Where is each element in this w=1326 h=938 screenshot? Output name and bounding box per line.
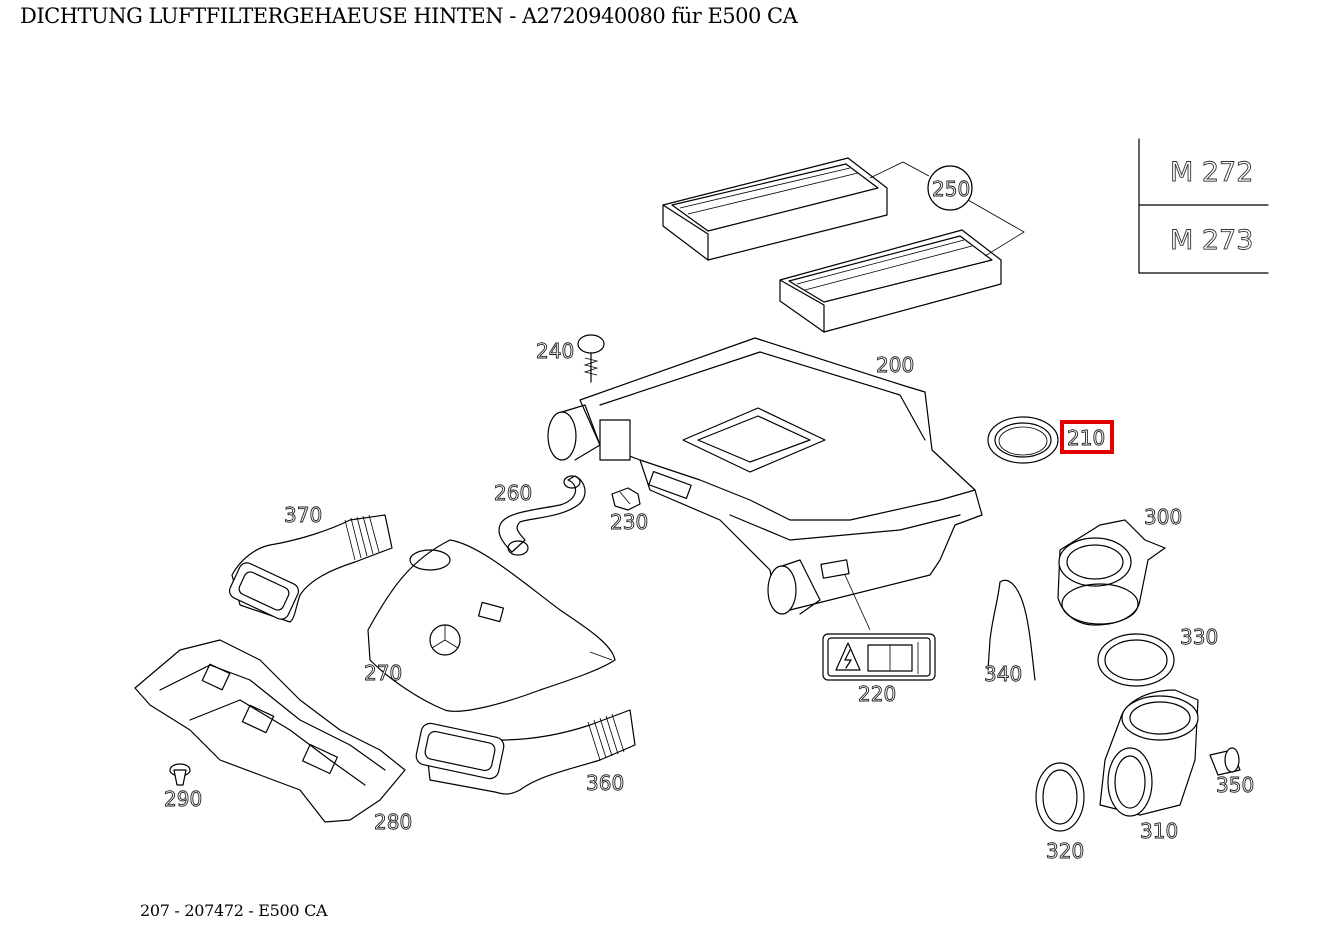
part-260-hose[interactable] — [498, 475, 586, 556]
part-310-duct[interactable] — [1099, 689, 1199, 817]
engine-code-m272[interactable]: M 272 — [1170, 157, 1254, 189]
engine-code-m273[interactable]: M 273 — [1170, 225, 1254, 257]
part-label-290[interactable]: 290 — [164, 787, 203, 812]
part-label-360[interactable]: 360 — [586, 771, 625, 796]
footer-model-info: 207 - 207472 - E500 CA — [140, 901, 328, 920]
part-330-clamp[interactable] — [1097, 633, 1175, 687]
part-250-air-filters[interactable] — [662, 157, 1025, 333]
part-230-clip[interactable] — [611, 487, 641, 511]
part-360-intake-duct[interactable] — [415, 709, 636, 795]
page-title: DICHTUNG LUFTFILTERGEHAEUSE HINTEN - A27… — [20, 4, 798, 28]
part-label-210[interactable]: 210 — [1067, 426, 1106, 451]
part-label-350[interactable]: 350 — [1216, 773, 1255, 798]
part-340-wire[interactable] — [987, 579, 1036, 681]
part-280-bracket[interactable] — [134, 639, 406, 823]
part-300-air-mass-sensor[interactable] — [1057, 519, 1166, 626]
part-220-warning-label[interactable] — [822, 633, 936, 681]
part-label-220[interactable]: 220 — [858, 682, 897, 707]
part-label-340[interactable]: 340 — [984, 662, 1023, 687]
part-label-230[interactable]: 230 — [610, 510, 649, 535]
part-290-rivet[interactable] — [169, 763, 191, 786]
part-200-air-filter-housing[interactable] — [547, 337, 983, 631]
part-210-seal[interactable] — [987, 416, 1059, 464]
part-label-310[interactable]: 310 — [1140, 819, 1179, 844]
engine-code-table: M 272 M 273 — [1138, 138, 1269, 274]
part-label-200[interactable]: 200 — [876, 353, 915, 378]
part-label-240[interactable]: 240 — [536, 339, 575, 364]
part-320-ring[interactable] — [1035, 762, 1085, 832]
part-label-320[interactable]: 320 — [1046, 839, 1085, 864]
part-label-330[interactable]: 330 — [1180, 625, 1219, 650]
part-label-270[interactable]: 270 — [364, 661, 403, 686]
part-350-sleeve[interactable] — [1209, 747, 1241, 776]
part-label-250[interactable]: 250 — [932, 177, 971, 202]
part-270-engine-cover[interactable] — [367, 539, 616, 712]
part-label-260[interactable]: 260 — [494, 481, 533, 506]
part-240-screw[interactable] — [577, 334, 605, 383]
part-label-370[interactable]: 370 — [284, 503, 323, 528]
part-label-280[interactable]: 280 — [374, 810, 413, 835]
part-label-300[interactable]: 300 — [1144, 505, 1183, 530]
part-370-intake-duct[interactable] — [227, 514, 393, 623]
highlight-box-210 — [1060, 420, 1114, 454]
